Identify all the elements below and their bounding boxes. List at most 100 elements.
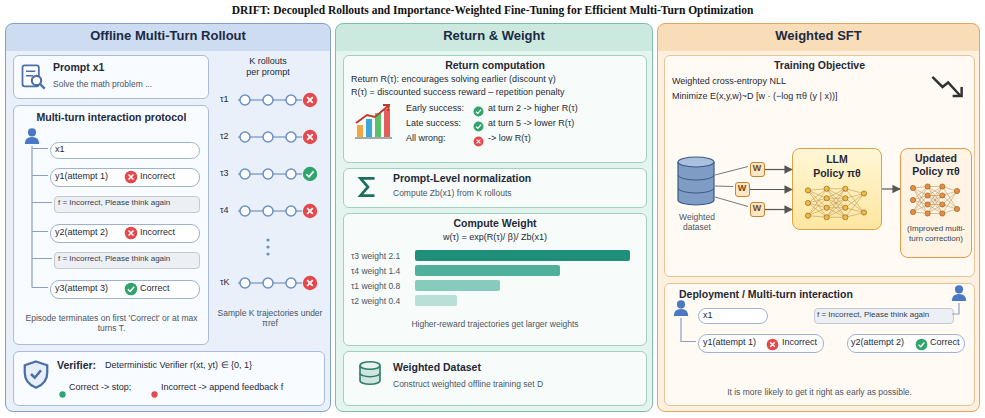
neural-net [808,216,827,218]
icon [473,103,484,114]
trajectory-chains [263,169,273,179]
node-text: Correct -> stop; [69,382,147,393]
deployment-users [952,303,959,314]
neural-net [913,187,928,189]
deployment-users [681,318,696,342]
neural-net [954,206,959,211]
node-text: Weighted cross-entropy NLL [672,76,912,87]
node-label: y1(attempt 1) [703,337,765,348]
policy-box: LLMPolicy πθ [792,148,882,230]
neural-net [808,189,827,191]
deployment-box: Deployment / Multi-turn interactionIt is… [664,283,975,406]
weight-tag: W [750,202,765,217]
neural-net [843,205,848,210]
neural-net [827,189,846,208]
weight-bars [415,250,630,306]
trajectory-label: τ3 [220,168,236,179]
connector-arrow [765,169,792,170]
neural-net [843,215,848,220]
icon [473,136,484,147]
icon [151,391,158,398]
node-label: Multi-turn interaction protocol [19,111,204,124]
trajectory-label: τ4 [220,205,236,216]
neural-net [942,191,957,214]
neural-net [910,197,915,202]
dataset-cylinder [715,167,748,207]
neural-net [940,184,945,189]
node-label: y2(attempt 2) [851,337,911,348]
icon [360,178,374,195]
icon [32,76,41,85]
node-label: W [735,183,749,194]
icon [916,339,928,351]
node-text: It is more likely to get it right as ear… [664,387,975,397]
prompt-box: Prompt x1Solve the math problem ... [13,55,209,99]
neural-net [942,205,957,210]
node-text: Correct [930,337,963,348]
ellipsis-dots [266,238,269,241]
icon [357,125,363,137]
node-text: Incorrect -> append feedback f [161,382,321,393]
trajectory-label: τ1 [220,94,236,105]
node-label: x1 [703,310,763,321]
neural-net [928,187,943,196]
neural-net [928,205,943,214]
icon [929,69,965,105]
icon [366,119,372,137]
icon [40,84,45,89]
neural-net [805,200,810,205]
protocol-tree [32,146,52,288]
deployment-users [952,285,966,301]
deployment-users [674,300,688,316]
icon [355,358,385,388]
neural-net [845,194,864,208]
trajectory-chains [303,93,317,107]
annotation: K rollouts per prompt [242,56,294,78]
node-label: Return computation [343,59,647,72]
neural-net [808,203,827,217]
neural-net [827,208,846,218]
icon [59,391,65,397]
icon [355,358,385,388]
trajectory-chains [263,278,273,288]
neural-net [928,186,943,187]
neural-net [942,191,957,196]
trajectory-chains [238,99,302,101]
neural-net [928,187,943,214]
policy-box: Updated Policy πθ(Improved multi-turn co… [900,148,972,258]
connector-arrow [765,209,792,210]
icon [473,106,484,117]
node-text: at turn 2 -> higher R(τ) [488,103,638,114]
turn-box: x1 [698,308,768,324]
icon [124,226,138,240]
icon [767,339,779,351]
node-label: W [750,163,764,174]
neural-net [827,198,846,208]
neural-net [824,196,829,201]
neural-net [827,207,846,208]
neural-net [913,188,928,196]
neural-net [827,189,846,218]
node-text: Late success: [406,118,470,129]
neural-net [808,189,827,203]
node-text: Return R(τ): encourages solving earlier … [351,74,641,85]
trajectory-chains [303,204,317,218]
neural-net [824,205,829,210]
neural-net [827,198,846,208]
neural-net [827,189,846,199]
neural-net [913,212,928,214]
protocol-tree [25,128,39,144]
neural-net [928,196,943,205]
trajectory-chains [238,173,302,175]
weight-bars [415,280,500,291]
node-text: R(τ) = discounted success reward – repet… [351,87,641,98]
dataset-cylinder [678,157,714,167]
node-text: All wrong: [406,133,470,144]
node-label: Return & Weight [335,28,653,44]
neural-net [925,193,930,198]
icon [125,227,138,240]
trajectory-chains [303,276,317,290]
icon [915,337,928,350]
icon [124,170,138,184]
